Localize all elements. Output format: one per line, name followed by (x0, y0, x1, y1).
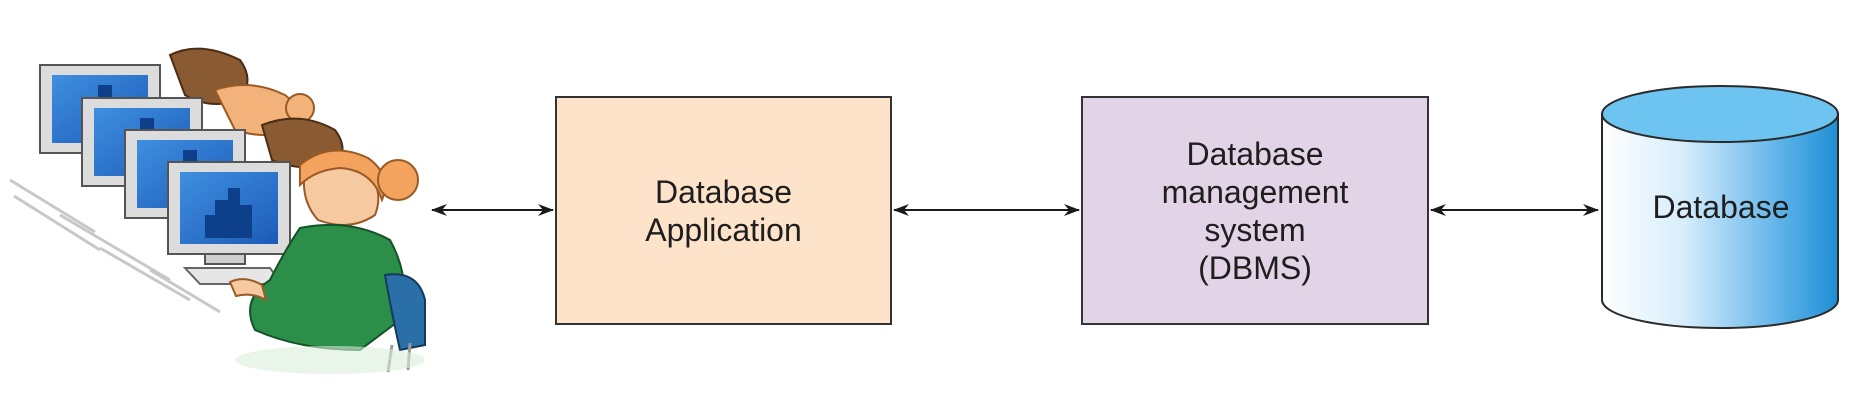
users-at-computers-icon (9, 47, 426, 374)
dbms-box: Database management system (DBMS) (1081, 96, 1429, 325)
database-label: Database (1652, 189, 1790, 225)
desk-lines (9, 178, 221, 314)
workstation-4 (167, 161, 291, 285)
database-application-box: Database Application (555, 96, 892, 325)
database-cylinder-icon (1601, 85, 1839, 329)
front-user (228, 149, 426, 374)
dbms-label: Database management system (DBMS) (1161, 135, 1349, 286)
database-application-label: Database Application (645, 173, 802, 248)
